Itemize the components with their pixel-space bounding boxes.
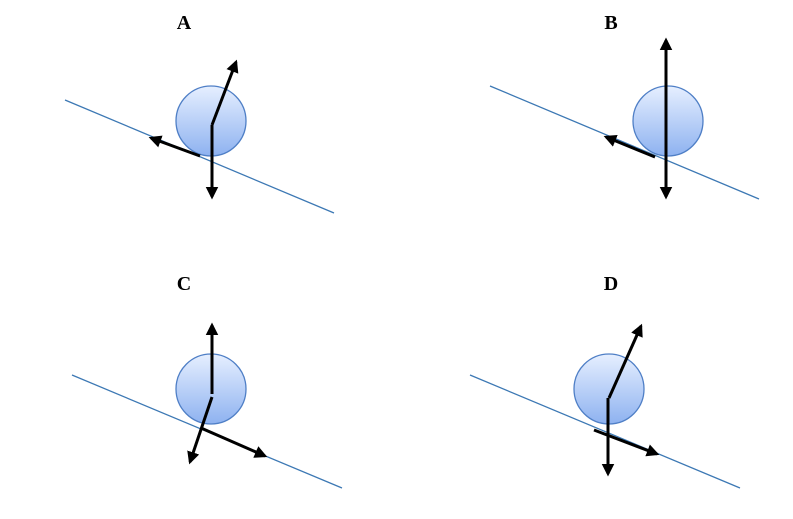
panel-b: B bbox=[489, 12, 760, 200]
ball bbox=[632, 85, 704, 157]
force-arrow-down-slope bbox=[200, 426, 268, 458]
force-arrow-angled-up bbox=[210, 59, 239, 126]
force-arrow-up-slope bbox=[148, 135, 201, 158]
panel-label-b: B bbox=[604, 12, 617, 34]
panel-a: A bbox=[64, 12, 335, 214]
panel-d: D bbox=[469, 273, 741, 489]
force-arrow-up-slope bbox=[603, 134, 656, 159]
incline-line bbox=[469, 374, 741, 489]
panel-c: C bbox=[71, 273, 343, 489]
panel-label-d: D bbox=[604, 273, 618, 295]
force-arrow-down-slope bbox=[593, 428, 660, 457]
force-arrow-angled-up bbox=[607, 323, 643, 399]
incline-line bbox=[489, 85, 760, 200]
panel-label-a: A bbox=[177, 12, 192, 34]
panel-label-c: C bbox=[177, 273, 191, 295]
